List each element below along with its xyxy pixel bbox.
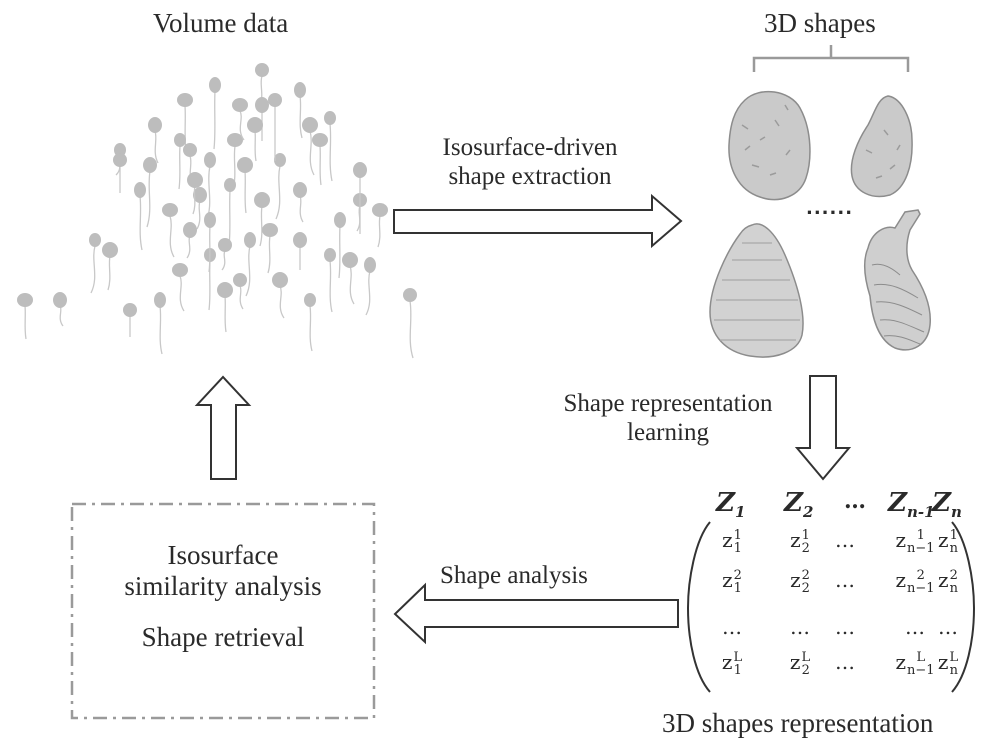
analysis-label: Shape analysis bbox=[440, 562, 588, 589]
shape-4 bbox=[863, 209, 931, 351]
matrix-cell-r4-c3: … bbox=[835, 650, 855, 674]
analysis-arrow bbox=[393, 582, 679, 645]
matrix-header-4: Zn-1 bbox=[888, 488, 935, 522]
analysis-box bbox=[70, 502, 376, 720]
representation-title: 3D shapes representation bbox=[662, 708, 934, 738]
shape-1 bbox=[728, 90, 811, 201]
matrix-cell-r2-c3: … bbox=[835, 568, 855, 592]
extraction-label-line2: shape extraction bbox=[448, 162, 612, 190]
box-line2: similarity analysis bbox=[124, 571, 322, 602]
matrix-header-3: … bbox=[844, 488, 866, 514]
shapes-ellipsis: ...... bbox=[806, 198, 854, 219]
box-line1: Isosurface bbox=[167, 540, 279, 570]
feedback-up-arrow bbox=[194, 375, 252, 480]
matrix-cell-r3-c5: … bbox=[938, 615, 958, 639]
matrix-cell-r3-c3: … bbox=[835, 615, 855, 639]
learning-label-line2: learning bbox=[627, 418, 709, 446]
matrix-header-1: Z1 bbox=[716, 488, 746, 522]
matrix-right-paren bbox=[951, 521, 976, 693]
volume-data-title: Volume data bbox=[153, 8, 289, 38]
extraction-arrow bbox=[393, 193, 683, 249]
matrix-cell-r1-c3: … bbox=[835, 528, 855, 552]
shape-3 bbox=[709, 223, 804, 358]
learning-arrow bbox=[794, 375, 852, 481]
extraction-label: Isosurface-driven shape extraction bbox=[410, 134, 650, 192]
shape-2 bbox=[850, 95, 913, 198]
analysis-box-text: Isosurface similarity analysis Shape ret… bbox=[72, 540, 374, 653]
matrix-cell-r3-c4: … bbox=[905, 615, 925, 639]
matrix-cell-r3-c2: … bbox=[790, 615, 810, 639]
matrix-header-2: Z2 bbox=[784, 488, 814, 522]
volume-data-image bbox=[17, 63, 417, 359]
matrix-header-5: Zn bbox=[932, 488, 962, 522]
learning-label: Shape representation learning bbox=[540, 390, 796, 448]
learning-label-line1: Shape representation bbox=[563, 390, 773, 417]
extraction-label-line1: Isosurface-driven bbox=[442, 134, 618, 161]
shapes-3d-title: 3D shapes bbox=[764, 8, 876, 38]
matrix-cell-r3-c1: … bbox=[722, 615, 742, 639]
box-line3: Shape retrieval bbox=[141, 622, 305, 653]
matrix-left-paren bbox=[686, 521, 711, 693]
shapes-bracket bbox=[752, 45, 910, 72]
